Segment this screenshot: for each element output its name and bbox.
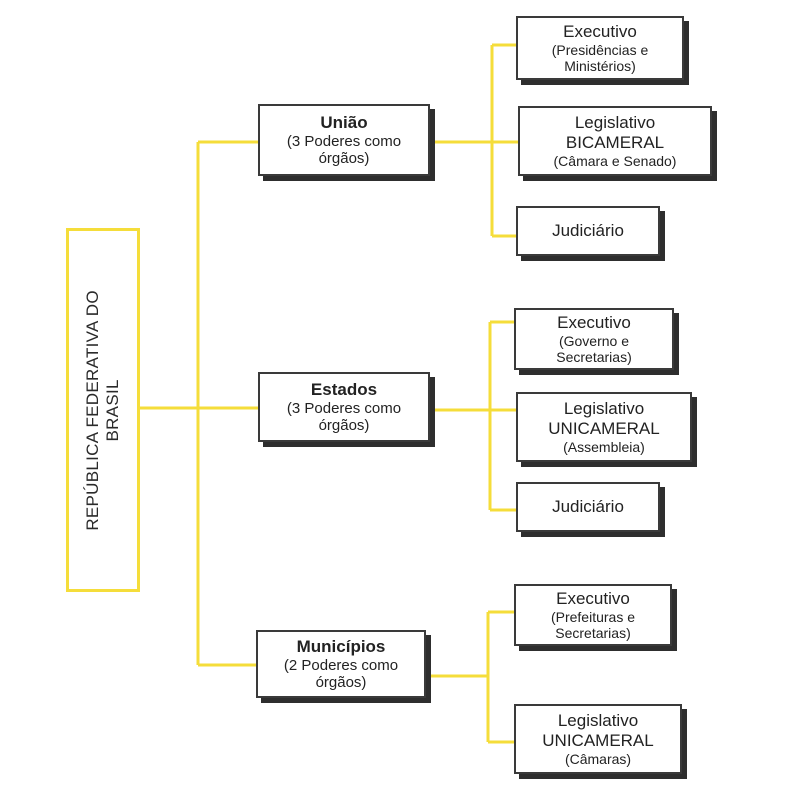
- uniao-sub2: órgãos): [318, 149, 370, 167]
- municipios-legislativo-sub2: (Câmaras): [564, 750, 632, 767]
- uniao-legislativo-sub2: (Câmara e Senado): [553, 152, 677, 169]
- root-label-line1: REPÚBLICA FEDERATIVA DO: [82, 289, 102, 531]
- uniao-executivo-sub1: (Presidências e: [551, 41, 649, 58]
- municipios-sub1: (2 Poderes como: [283, 656, 399, 674]
- estados-sub2: órgãos): [318, 416, 370, 434]
- estados-executivo-sub2: Secretarias): [556, 348, 632, 365]
- estados-legislativo-box: Legislativo UNICAMERAL (Assembleia): [516, 392, 692, 462]
- municipios-box: Municípios (2 Poderes como órgãos): [256, 630, 426, 698]
- municipios-executivo-title: Executivo: [556, 589, 630, 609]
- root-box: REPÚBLICA FEDERATIVA DO BRASIL: [66, 228, 140, 592]
- municipios-executivo-box: Executivo (Prefeituras e Secretarias): [514, 584, 672, 646]
- municipios-legislativo-box: Legislativo UNICAMERAL (Câmaras): [514, 704, 682, 774]
- estados-legislativo-sub1: UNICAMERAL: [548, 418, 660, 438]
- root-label-line2: BRASIL: [103, 378, 122, 442]
- uniao-legislativo-sub1: BICAMERAL: [565, 132, 665, 152]
- estados-box: Estados (3 Poderes como órgãos): [258, 372, 430, 442]
- uniao-judiciario-box: Judiciário: [516, 206, 660, 256]
- estados-legislativo-sub2: (Assembleia): [563, 438, 645, 455]
- uniao-legislativo-box: Legislativo BICAMERAL (Câmara e Senado): [518, 106, 712, 176]
- estados-executivo-sub1: (Governo e: [558, 332, 630, 349]
- estados-executivo-title: Executivo: [557, 313, 631, 333]
- municipios-legislativo-title: Legislativo: [557, 711, 639, 731]
- estados-sub1: (3 Poderes como: [286, 399, 402, 417]
- municipios-executivo-sub1: (Prefeituras e: [550, 608, 636, 625]
- uniao-judiciario-title: Judiciário: [552, 221, 624, 241]
- municipios-executivo-sub2: Secretarias): [555, 624, 631, 641]
- uniao-legislativo-title: Legislativo: [574, 113, 656, 133]
- estados-judiciario-title: Judiciário: [552, 497, 624, 517]
- uniao-box: União (3 Poderes como órgãos): [258, 104, 430, 176]
- uniao-sub1: (3 Poderes como: [286, 132, 402, 150]
- municipios-title: Municípios: [296, 636, 386, 656]
- municipios-legislativo-sub1: UNICAMERAL: [542, 730, 654, 750]
- estados-executivo-box: Executivo (Governo e Secretarias): [514, 308, 674, 370]
- uniao-executivo-sub2: Ministérios): [564, 57, 636, 74]
- uniao-executivo-title: Executivo: [563, 22, 637, 42]
- uniao-executivo-box: Executivo (Presidências e Ministérios): [516, 16, 684, 80]
- uniao-title: União: [320, 112, 368, 132]
- estados-legislativo-title: Legislativo: [563, 399, 645, 419]
- municipios-sub2: órgãos): [315, 673, 367, 691]
- estados-judiciario-box: Judiciário: [516, 482, 660, 532]
- root-label: REPÚBLICA FEDERATIVA DO BRASIL: [83, 290, 124, 531]
- estados-title: Estados: [310, 379, 378, 399]
